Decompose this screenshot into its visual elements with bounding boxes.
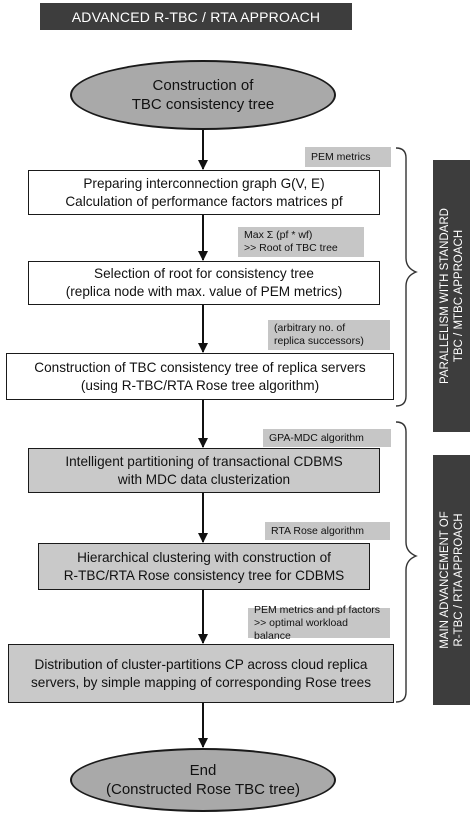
step-line1: Preparing interconnection graph G(V, E)	[83, 175, 325, 191]
step-interconnection-graph: Preparing interconnection graph G(V, E) …	[28, 170, 380, 215]
note-gpa-mdc: GPA-MDC algorithm	[263, 429, 391, 447]
note-line1: PEM metrics and pf factors	[254, 603, 381, 616]
note-line1: GPA-MDC algorithm	[269, 431, 364, 444]
step-line2: servers, by simple mapping of correspond…	[30, 674, 371, 690]
step-line2: R-TBC/RTA Rose consistency tree for CDBM…	[63, 567, 345, 583]
step-line2: Calculation of performance factors matri…	[65, 193, 343, 209]
note-pem-pf-factors: PEM metrics and pf factors >> optimal wo…	[248, 604, 390, 642]
end-node-line2: (Constructed Rose TBC tree)	[106, 781, 300, 798]
step-hierarchical-clustering: Hierarchical clustering with constructio…	[38, 543, 370, 590]
brace-top	[395, 147, 418, 407]
step-intelligent-partitioning: Intelligent partitioning of transactiona…	[28, 448, 380, 493]
step-line1: Hierarchical clustering with constructio…	[77, 549, 331, 565]
step-partition-distribution: Distribution of cluster-partitions CP ac…	[8, 644, 394, 703]
step-line1: Intelligent partitioning of transactiona…	[65, 453, 343, 469]
brace-bottom	[395, 421, 418, 703]
note-rta-rose: RTA Rose algorithm	[265, 522, 390, 540]
diagram-title: ADVANCED R-TBC / RTA APPROACH	[40, 3, 352, 30]
note-line2: >> Root of TBC tree	[244, 242, 338, 254]
side-label-parallelism: PARALLELISM WITH STANDARD TBC / MTBC APP…	[433, 160, 470, 432]
side-label-line2: TBC / MTBC APPROACH	[452, 229, 465, 363]
step-line1: Selection of root for consistency tree	[94, 266, 314, 281]
note-line1: Max Σ (pf * wf)	[244, 229, 313, 241]
note-max-sum: Max Σ (pf * wf) >> Root of TBC tree	[238, 227, 364, 257]
end-node: End (Constructed Rose TBC tree)	[70, 748, 336, 812]
step-line2: (using R-TBC/RTA Rose tree algorithm)	[80, 377, 320, 393]
step-line1: Distribution of cluster-partitions CP ac…	[34, 656, 368, 672]
note-line2: >> optimal workload balance	[254, 616, 348, 642]
side-label-advancement: MAIN ADVANCEMENT OF R-TBC / RTA APPROACH	[433, 455, 470, 705]
step-tbc-tree-construction: Construction of TBC consistency tree of …	[6, 353, 394, 400]
start-node-line1: Construction of	[152, 77, 254, 94]
start-node-line2: TBC consistency tree	[131, 96, 275, 113]
side-label-line1: MAIN ADVANCEMENT OF	[438, 511, 451, 649]
note-line1: (arbitrary no. of	[274, 322, 346, 334]
side-label-line2: R-TBC / RTA APPROACH	[452, 513, 465, 647]
step-line2: (replica node with max. value of PEM met…	[65, 284, 343, 299]
side-label-line1: PARALLELISM WITH STANDARD	[438, 208, 451, 384]
step-line2: with MDC data clusterization	[117, 471, 291, 487]
end-node-line1: End	[189, 762, 217, 779]
start-node: Construction of TBC consistency tree	[70, 60, 336, 130]
note-arbitrary-successors: (arbitrary no. of replica successors)	[268, 320, 390, 350]
step-root-selection: Selection of root for consistency tree (…	[28, 261, 380, 305]
note-line1: PEM metrics	[311, 150, 371, 163]
note-line2: replica successors)	[274, 335, 364, 347]
step-line1: Construction of TBC consistency tree of …	[34, 359, 366, 375]
note-line1: RTA Rose algorithm	[271, 524, 364, 537]
note-pem-metrics: PEM metrics	[305, 147, 391, 167]
